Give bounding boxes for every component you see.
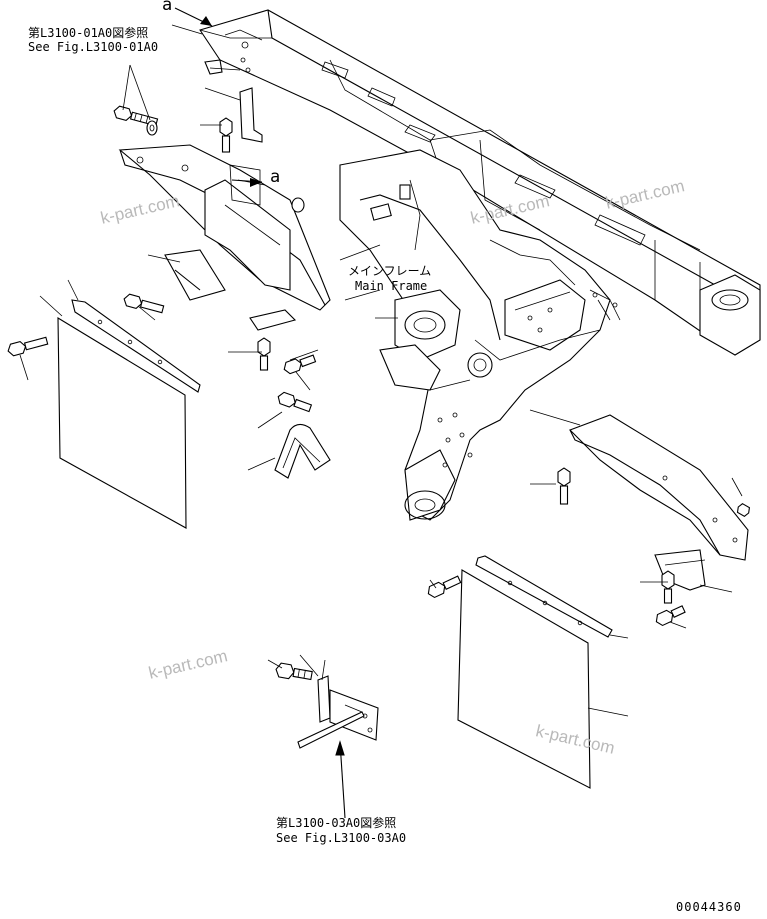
ref-bottom-en: See Fig.L3100-03A0 — [276, 831, 407, 845]
right-mud-flap — [457, 555, 613, 789]
right-fender-bracket — [569, 414, 751, 591]
view-mark-top: a — [162, 0, 173, 15]
left-fasteners — [7, 59, 331, 479]
ref-top-en: See Fig.L3100-01A0 — [28, 40, 159, 54]
view-mark-mid: a — [270, 167, 281, 187]
main-frame-label-en: Main Frame — [355, 279, 428, 293]
ref-top-jp: 第L3100-01A0図参照 — [28, 26, 149, 40]
ref-bottom-jp: 第L3100-03A0図参照 — [276, 816, 397, 830]
left-fender-bracket — [118, 144, 331, 311]
main-frame-label-jp: メインフレーム — [348, 264, 432, 278]
left-mud-flap — [57, 299, 201, 529]
right-fasteners — [427, 467, 686, 627]
leader-lines — [19, 7, 743, 819]
main-frame-beam — [199, 9, 761, 356]
bottom-bracket — [275, 662, 379, 749]
drawing-number: 00044360 — [676, 900, 742, 914]
center-frame — [339, 149, 621, 521]
